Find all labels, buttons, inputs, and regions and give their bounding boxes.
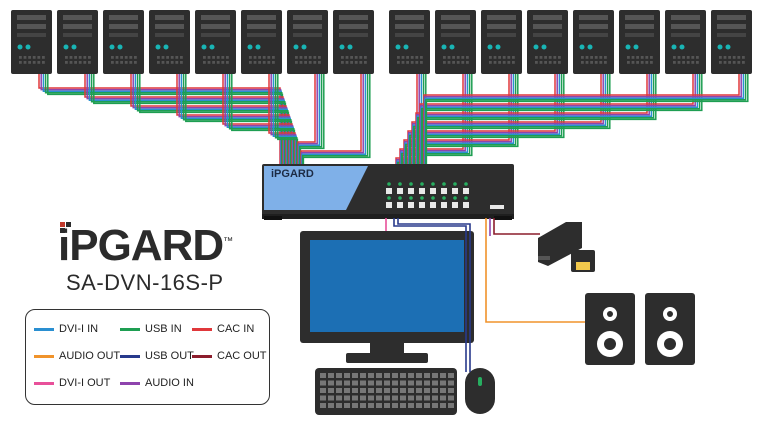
legend-swatch bbox=[192, 354, 212, 358]
computer-tower bbox=[57, 10, 98, 74]
legend-label: DVI-I OUT bbox=[59, 377, 111, 389]
computer-tower bbox=[527, 10, 568, 74]
computer-tower bbox=[435, 10, 476, 74]
legend-swatch bbox=[192, 327, 212, 331]
legend-item: DVI-I OUT bbox=[34, 376, 110, 390]
brand-block: iPGARD™ SA-DVN-16S-P bbox=[56, 218, 246, 296]
brand-logo-mark bbox=[60, 222, 72, 234]
legend-item: USB OUT bbox=[120, 349, 194, 363]
computer-tower bbox=[711, 10, 752, 74]
computer-tower bbox=[389, 10, 430, 74]
computer-cables bbox=[38, 74, 749, 166]
peripheral-cables bbox=[385, 218, 585, 372]
legend-label: USB OUT bbox=[145, 350, 194, 362]
computer-tower bbox=[287, 10, 328, 74]
legend-swatch bbox=[34, 327, 54, 331]
trademark-mark: ™ bbox=[223, 236, 233, 247]
legend-label: AUDIO OUT bbox=[59, 350, 121, 362]
computer-tower bbox=[481, 10, 522, 74]
legend-swatch bbox=[34, 354, 54, 358]
legend-swatch bbox=[120, 354, 140, 358]
legend-item: DVI-I IN bbox=[34, 322, 98, 336]
cac-reader bbox=[538, 222, 595, 272]
computer-tower bbox=[619, 10, 660, 74]
brand-name: iPGARD bbox=[58, 221, 224, 270]
cable-legend: DVI-I IN USB IN CAC IN AUDIO OUT USB OUT… bbox=[25, 309, 270, 405]
legend-label: USB IN bbox=[145, 323, 182, 335]
legend-swatch bbox=[120, 327, 140, 331]
computer-row bbox=[11, 10, 752, 74]
computer-tower bbox=[665, 10, 706, 74]
legend-item: AUDIO IN bbox=[120, 376, 194, 390]
legend-item: CAC OUT bbox=[192, 349, 267, 363]
mouse bbox=[465, 368, 495, 414]
legend-label: CAC IN bbox=[217, 323, 255, 335]
brand-logo: iPGARD™ bbox=[58, 221, 233, 270]
computer-tower bbox=[149, 10, 190, 74]
legend-item: AUDIO OUT bbox=[34, 349, 120, 363]
speakers bbox=[585, 293, 695, 365]
legend-label: DVI-I IN bbox=[59, 323, 99, 335]
computer-tower bbox=[11, 10, 52, 74]
kvm-switch bbox=[262, 164, 514, 220]
legend-item: USB IN bbox=[120, 322, 182, 336]
kvm-port-buttons bbox=[386, 182, 469, 208]
computer-tower bbox=[195, 10, 236, 74]
computer-tower bbox=[573, 10, 614, 74]
kvm-brand-label: iPGARD bbox=[271, 168, 314, 180]
computer-tower bbox=[333, 10, 374, 74]
legend-swatch bbox=[120, 381, 140, 385]
computer-tower bbox=[103, 10, 144, 74]
legend-swatch bbox=[34, 381, 54, 385]
legend-item: CAC IN bbox=[192, 322, 254, 336]
model-number: SA-DVN-16S-P bbox=[66, 270, 224, 295]
legend-label: AUDIO IN bbox=[145, 377, 194, 389]
computer-tower bbox=[241, 10, 282, 74]
legend-label: CAC OUT bbox=[217, 350, 267, 362]
monitor bbox=[300, 231, 474, 363]
keyboard bbox=[315, 368, 457, 415]
